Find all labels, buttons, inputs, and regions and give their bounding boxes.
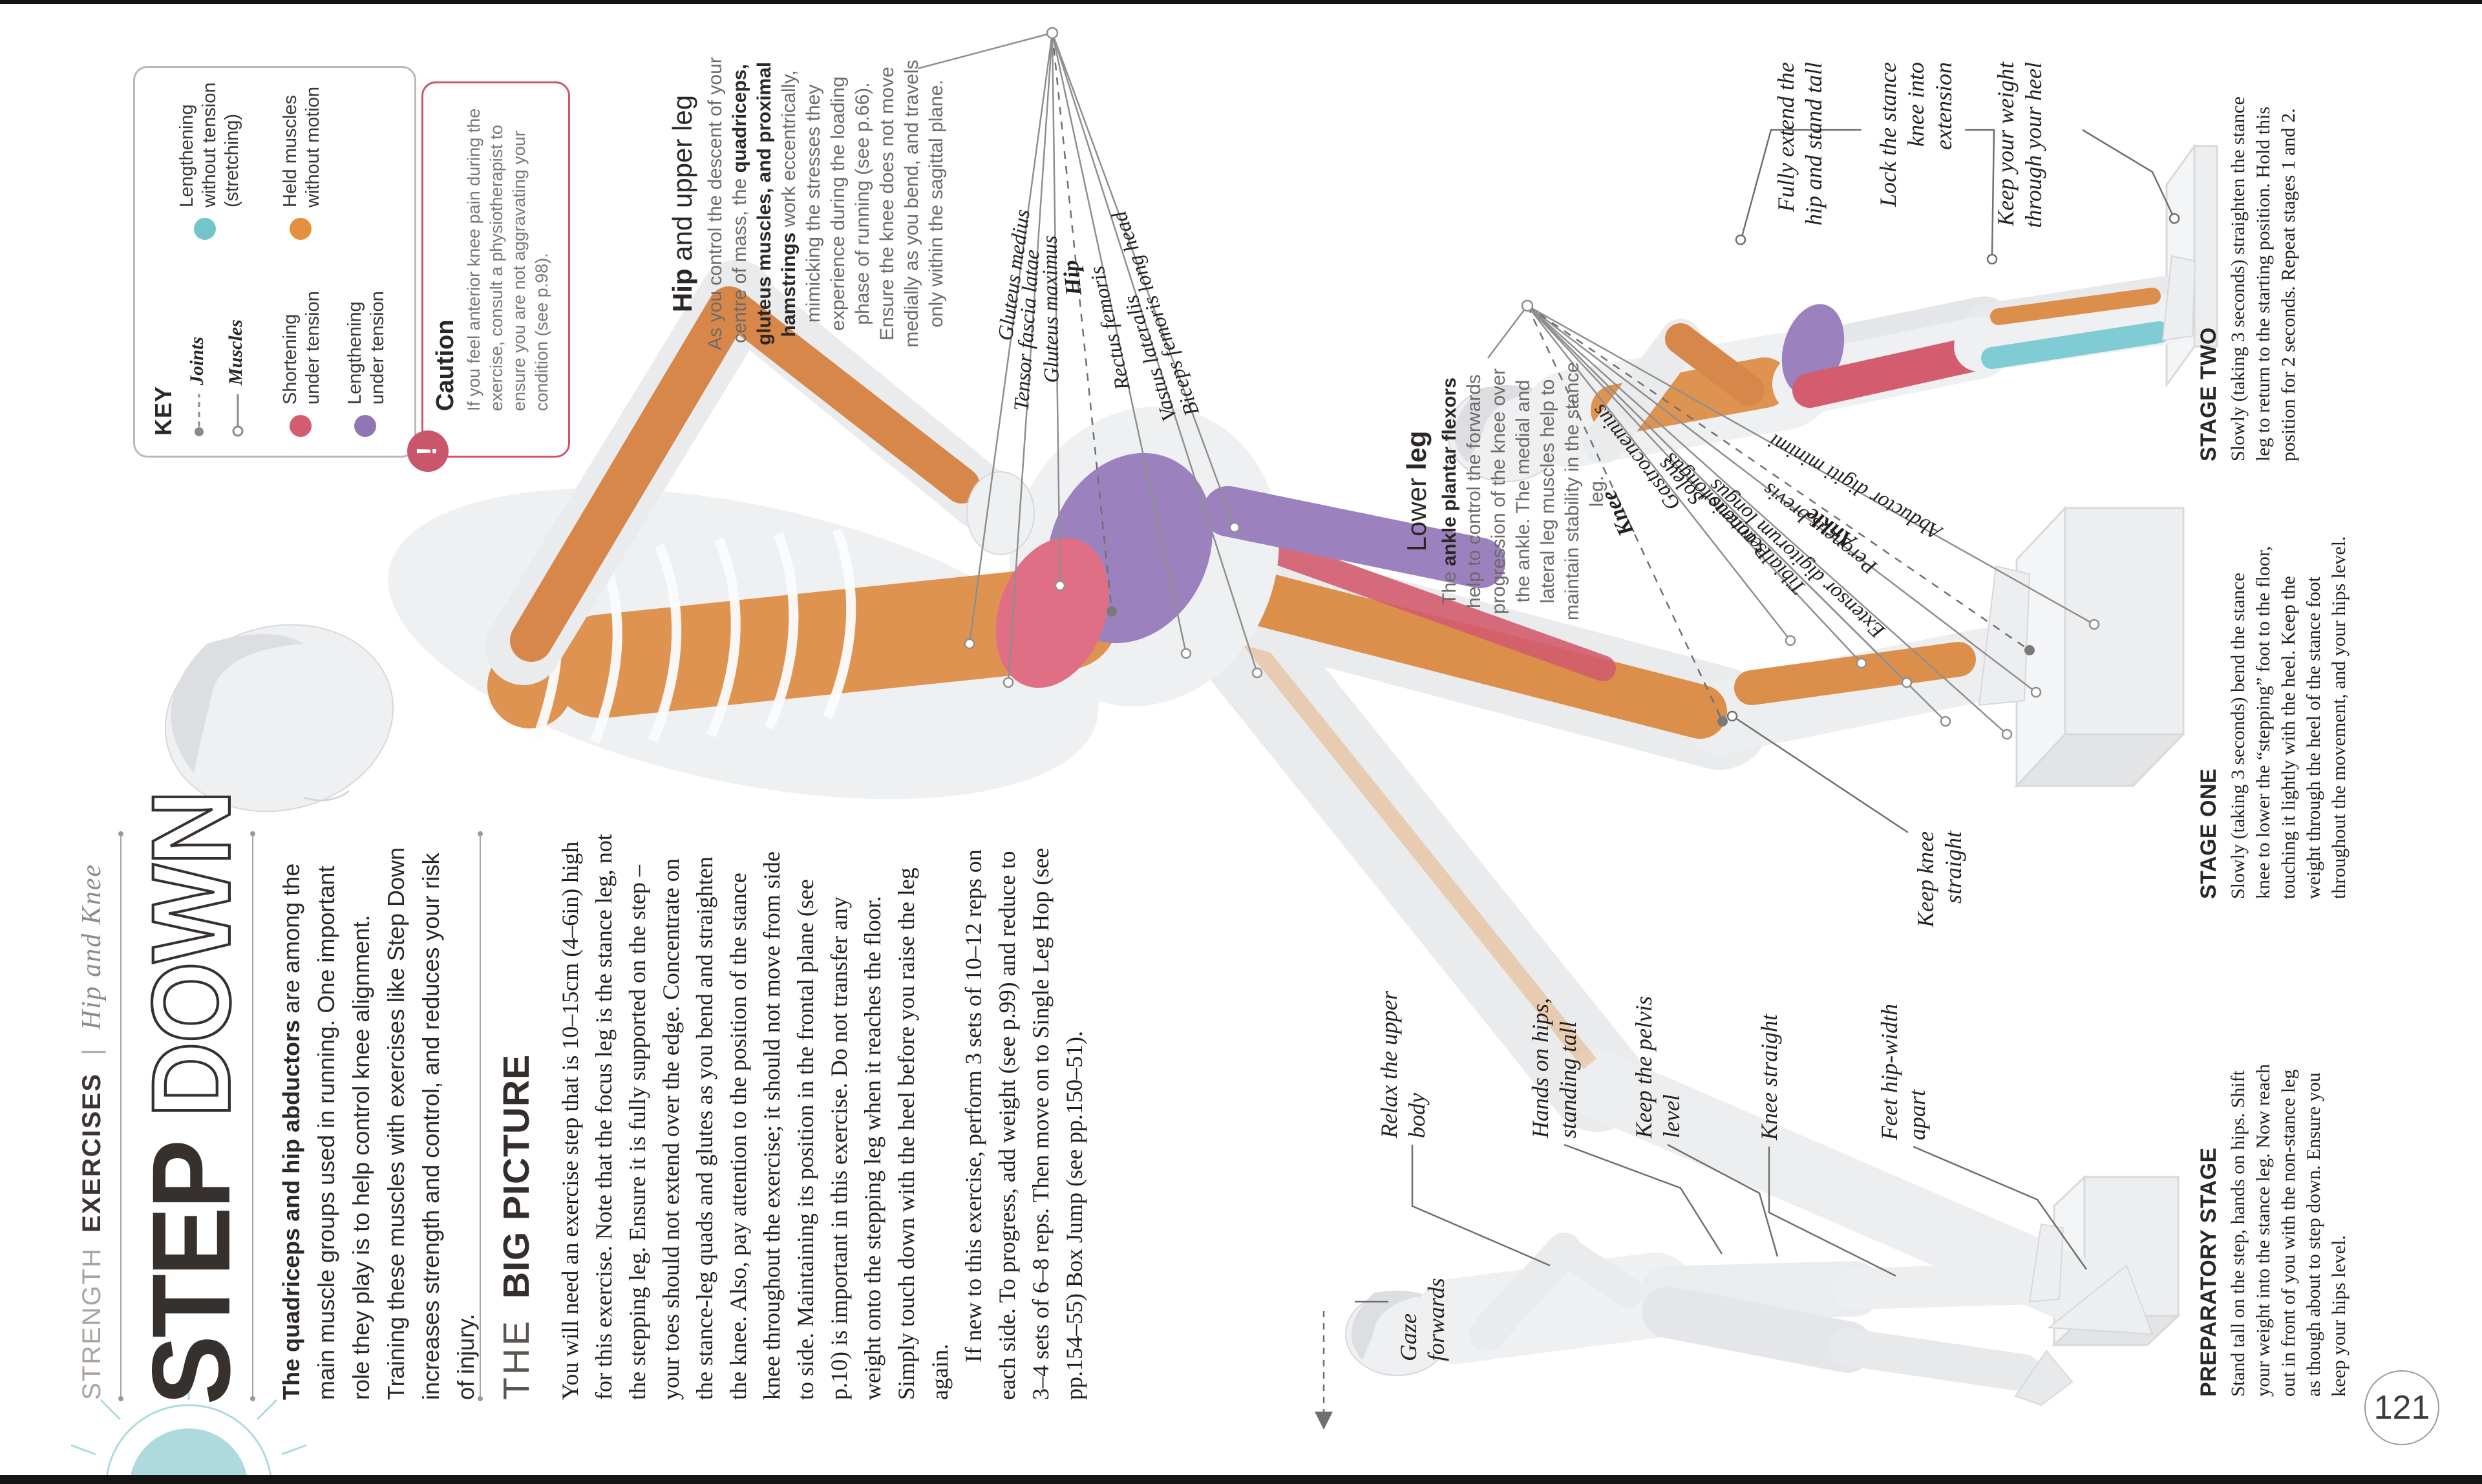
cue-keep-knee-straight: Keep knee straight <box>1913 831 1966 928</box>
teal-decoration <box>70 1373 307 1484</box>
lower-fan-nodes <box>1521 299 2100 740</box>
divider: | <box>78 1047 106 1055</box>
title-solid: STEP <box>129 1143 253 1405</box>
key-item-label: Held muscles without motion <box>280 87 323 207</box>
key-item-label: Lengthening without tension (stretching) <box>176 82 242 207</box>
cue-feet-apart: Feet hip-width apart <box>1876 1004 1930 1140</box>
main-figure <box>164 260 2154 1335</box>
preparatory-stage-heading: PREPARATORY STAGE <box>2196 1147 2221 1397</box>
caution-icon: ! <box>407 430 449 472</box>
joint-symbol-icon <box>195 394 204 436</box>
big-picture-para2: If new to this exercise, perform 3 sets … <box>960 847 1087 1400</box>
hip-upper-heading-bold: Hip <box>667 268 697 313</box>
key-color-dot-purple <box>354 415 376 437</box>
section-label: STRENGTH <box>78 1247 106 1400</box>
key-muscles-label: Muscles <box>225 319 246 385</box>
cue-leaders <box>1315 129 2180 1430</box>
lower-fan-leaders <box>1487 304 2095 735</box>
joint-label: Hip <box>1057 259 1087 297</box>
stage-one-block: STAGE ONE Slowly (taking 3 seconds) bend… <box>2196 536 2351 899</box>
breadcrumb: STRENGTH EXERCISES | Hip and Knee <box>76 831 107 1400</box>
stage-two-heading: STAGE TWO <box>2196 327 2221 461</box>
big-picture-body: You will need an exercise step that is 1… <box>553 829 1091 1400</box>
hip-upper-leg-annotation: Hip and upper leg As you control the des… <box>667 49 949 358</box>
preparatory-stage-body: Stand tall on the step, hands on hips. S… <box>2227 1064 2349 1397</box>
main-step-box <box>2014 505 2186 789</box>
big-picture-title: BIG PICTURE <box>496 1054 537 1299</box>
stage-one-heading: STAGE ONE <box>2196 768 2221 899</box>
stage-one-body: Slowly (taking 3 seconds) bend the stanc… <box>2227 536 2349 899</box>
upper-fan-nodes <box>964 26 1263 688</box>
cue-fully-extend: Fully extend the hip and stand tall <box>1773 62 1827 226</box>
key-color-dot-red <box>290 415 312 437</box>
caution-title: Caution <box>432 319 459 411</box>
big-picture-para1: You will need an exercise step that is 1… <box>557 834 953 1400</box>
caution-body: If you feel anterior knee pain during th… <box>464 108 551 411</box>
page-title: STEP DOWN <box>128 790 255 1405</box>
section-subtitle: Hip and Knee <box>77 863 107 1030</box>
key-title: KEY <box>150 385 176 436</box>
cue-knee-straight: Knee straight <box>1756 1014 1782 1140</box>
muscle-label: Gluteus maximus <box>1038 235 1064 383</box>
hip-upper-seg3: work eccentrically, mimicking the stress… <box>778 59 947 348</box>
page-number-badge: 121 <box>2364 1370 2439 1445</box>
lower-leg-annotation: Lower leg The ankle plantar flexors help… <box>1401 359 1609 623</box>
hip-upper-heading-rest: and upper leg <box>667 94 697 269</box>
upper-fan-leaders <box>917 32 1258 683</box>
lower-leg-seg1: The <box>1439 566 1460 605</box>
key-item-label: Shortening under tension <box>280 291 323 405</box>
cue-relax-upper: Relax the upper body <box>1376 991 1430 1138</box>
rule-under-intro <box>480 832 481 1400</box>
stage-two-block: STAGE TWO Slowly (taking 3 seconds) stra… <box>2196 74 2301 461</box>
muscle-symbol-icon <box>232 394 244 437</box>
lower-leg-heading-rest: Lower <box>1401 470 1432 552</box>
key-color-dot-teal <box>194 218 216 240</box>
cue-hands-on-hips: Hands on hips, standing tall <box>1527 997 1581 1138</box>
preparatory-figure <box>1345 1223 2074 1406</box>
cue-lock-knee: Lock the stance knee into extension <box>1875 62 1957 207</box>
stage-two-body: Slowly (taking 3 seconds) straighten the… <box>2227 96 2299 461</box>
intro-paragraph: The quadriceps and hip abductors are amo… <box>274 829 483 1400</box>
lower-leg-seg3: help to control the forwards progression… <box>1463 361 1607 621</box>
key-joints-label: Joints <box>186 336 207 385</box>
cue-keep-weight: Keep your weight through your heel <box>1993 62 2046 228</box>
rule-under-title <box>252 832 253 1400</box>
page-edge-bottom <box>0 1475 2482 1484</box>
stage-two-figure <box>1447 255 2196 482</box>
intro-rest: are among the main muscle groups used in… <box>278 847 479 1400</box>
lower-leg-heading-bold: leg <box>1401 430 1432 471</box>
title-outline: DOWN <box>128 790 255 1119</box>
key-item-label: Lengthening under tension <box>345 291 388 405</box>
cue-pelvis-level: Keep the pelvis level <box>1631 996 1684 1138</box>
key-color-dot-orange <box>290 218 312 240</box>
intro-lead: The quadriceps and hip abductors <box>278 1019 304 1400</box>
section-label-bold: EXERCISES <box>78 1072 106 1233</box>
rule-top <box>120 832 122 1400</box>
big-picture-heading: THE BIG PICTURE <box>495 831 538 1400</box>
lower-leg-seg2: ankle plantar flexors <box>1439 377 1460 566</box>
cue-gaze-forwards: Gaze forwards <box>1395 1278 1449 1361</box>
preparatory-stage-block: PREPARATORY STAGE Stand tall on the step… <box>2196 1054 2351 1397</box>
big-picture-the: THE <box>496 1319 537 1400</box>
page-edge-top <box>0 0 2482 4</box>
